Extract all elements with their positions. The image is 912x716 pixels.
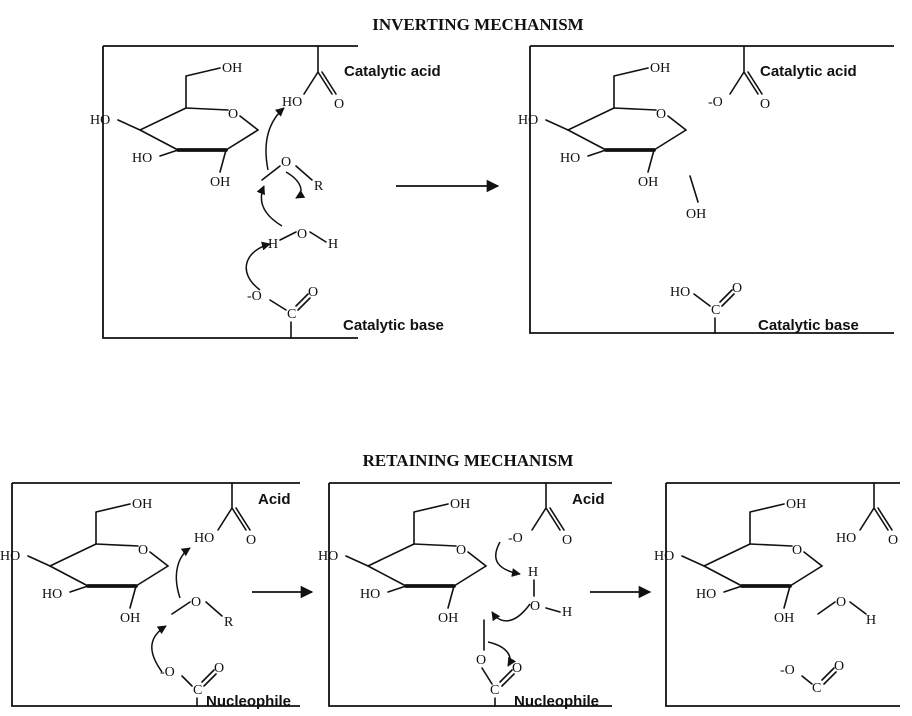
acid-ho-r1: HO <box>194 531 214 546</box>
c6-hydroxyl: OH <box>786 497 806 512</box>
ring-oxygen: O <box>228 107 238 122</box>
c3-hydroxyl: HO <box>42 587 62 602</box>
glycosidic-o-r1: O <box>191 595 201 610</box>
c6-hydroxyl: OH <box>450 497 470 512</box>
c6-hydroxyl: OH <box>132 497 152 512</box>
nuc-c-r1: C <box>193 683 202 698</box>
c4-hydroxyl: HO <box>518 113 538 128</box>
acid-o-minus: -O <box>708 95 723 110</box>
acid-label-1: Acid <box>258 491 291 508</box>
c2-hydroxyl: OH <box>774 611 794 626</box>
nuc-o-minus-r3: -O <box>780 663 795 678</box>
retaining-panel-intermediate: Acid Nucleophile O OH HO HO OH -O O H O H O … <box>318 482 612 710</box>
nuc-c-r3: C <box>812 681 821 696</box>
base-c-2: C <box>711 303 720 318</box>
c4-hydroxyl: HO <box>654 549 674 564</box>
ring-oxygen: O <box>792 543 802 558</box>
nuc-o-r3: O <box>834 659 844 674</box>
nucleophile-label-1: Nucleophile <box>206 693 291 710</box>
c4-hydroxyl: HO <box>0 549 20 564</box>
base-c: C <box>287 307 296 322</box>
ring-oxygen: O <box>456 543 466 558</box>
c2-hydroxyl: OH <box>120 611 140 626</box>
glucose-ring: O OH HO HO OH <box>518 61 687 190</box>
c6-hydroxyl: OH <box>650 61 670 76</box>
acid-o-r3: O <box>888 533 898 548</box>
glucose-ring: O OH HO HO OH <box>654 497 823 626</box>
retaining-panel-product: O OH HO HO OH HO O O H -O C O <box>654 482 900 707</box>
aglycone-r: R <box>314 179 324 194</box>
acid-ho: HO <box>282 95 302 110</box>
nuc-o-minus-r1: -O <box>160 665 175 680</box>
water-h1-r2: H <box>528 565 538 580</box>
acid-o-r1: O <box>246 533 256 548</box>
acid-o: O <box>334 97 344 112</box>
glucose-ring: O OH HO HO OH <box>90 61 259 190</box>
c3-hydroxyl: HO <box>132 151 152 166</box>
acid-o-minus-r2: -O <box>508 531 523 546</box>
acid-o-r2: O <box>562 533 572 548</box>
c3-hydroxyl: HO <box>360 587 380 602</box>
water-h2-r2: H <box>562 605 572 620</box>
anomeric-h-r3: H <box>866 613 876 628</box>
retaining-panel-reactant: Acid Nucleophile O OH HO HO OH HO O O R -O C… <box>0 482 300 710</box>
nuc-o-r2: O <box>476 653 486 668</box>
catalytic-base-label: Catalytic base <box>343 317 444 334</box>
water-h2: H <box>328 237 338 252</box>
acid-ho-r3: HO <box>836 531 856 546</box>
nucleophile-label-2: Nucleophile <box>514 693 599 710</box>
base-ho: HO <box>670 285 690 300</box>
c4-hydroxyl: HO <box>90 113 110 128</box>
acid-o-2: O <box>760 97 770 112</box>
nuc-o-r1: O <box>214 661 224 676</box>
anomeric-o-r3: O <box>836 595 846 610</box>
c2-hydroxyl: OH <box>438 611 458 626</box>
nuc-c-r2: C <box>490 683 499 698</box>
base-o-minus: -O <box>247 289 262 304</box>
base-o-2: O <box>732 281 742 296</box>
inverting-panel-product: Catalytic acid Catalytic base OOHHOHOOH … <box>518 45 894 334</box>
nuc-o2-r2: O <box>512 661 522 676</box>
glucose-ring: O OH HO HO OH <box>0 497 169 626</box>
c2-hydroxyl: OH <box>210 175 230 190</box>
water-h1: H <box>268 237 278 252</box>
c4-hydroxyl: HO <box>318 549 338 564</box>
c3-hydroxyl: HO <box>560 151 580 166</box>
base-o: O <box>308 285 318 300</box>
aglycone-r-r1: R <box>224 615 234 630</box>
glycosidic-o: O <box>281 155 291 170</box>
water-o: O <box>297 227 307 242</box>
catalytic-acid-label-2: Catalytic acid <box>760 63 857 80</box>
ring-oxygen: O <box>138 543 148 558</box>
glucose-ring: O OH HO HO OH <box>318 497 487 626</box>
c3-hydroxyl: HO <box>696 587 716 602</box>
catalytic-acid-label: Catalytic acid <box>344 63 441 80</box>
anomeric-oh: OH <box>686 207 706 222</box>
acid-label-2: Acid <box>572 491 605 508</box>
ring-oxygen: O <box>656 107 666 122</box>
water-o-r2: O <box>530 599 540 614</box>
inverting-title: INVERTING MECHANISM <box>372 15 583 34</box>
retaining-title: RETAINING MECHANISM <box>363 451 574 470</box>
c6-hydroxyl: OH <box>222 61 242 76</box>
catalytic-base-label-2: Catalytic base <box>758 317 859 334</box>
c2-hydroxyl: OH <box>638 175 658 190</box>
inverting-panel-reactant: Catalytic acid Catalytic base OOHHOHOOH … <box>90 45 444 339</box>
